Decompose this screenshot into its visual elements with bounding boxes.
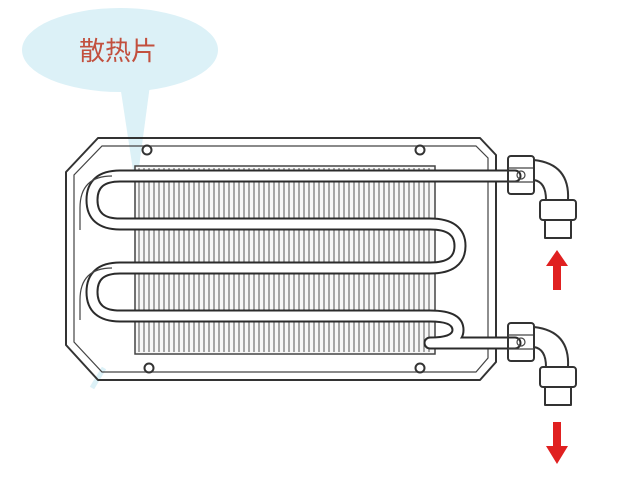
callout-bubble: 散热片 <box>22 8 218 190</box>
arrow-up-icon <box>546 250 568 290</box>
inlet-fitting <box>507 155 577 239</box>
arrow-down-icon <box>546 422 568 464</box>
outlet-fitting <box>507 322 577 406</box>
mounting-hole-bottom-left <box>143 362 155 374</box>
mounting-hole-top-left <box>141 144 153 156</box>
callout-pointer-tail <box>89 366 107 390</box>
base-plate <box>65 137 497 381</box>
fin-block <box>134 165 436 355</box>
serpentine-tube <box>79 169 522 350</box>
callout-label: 散热片 <box>79 37 157 67</box>
mounting-hole-top-right <box>414 144 426 156</box>
mounting-hole-bottom-right <box>414 362 426 374</box>
